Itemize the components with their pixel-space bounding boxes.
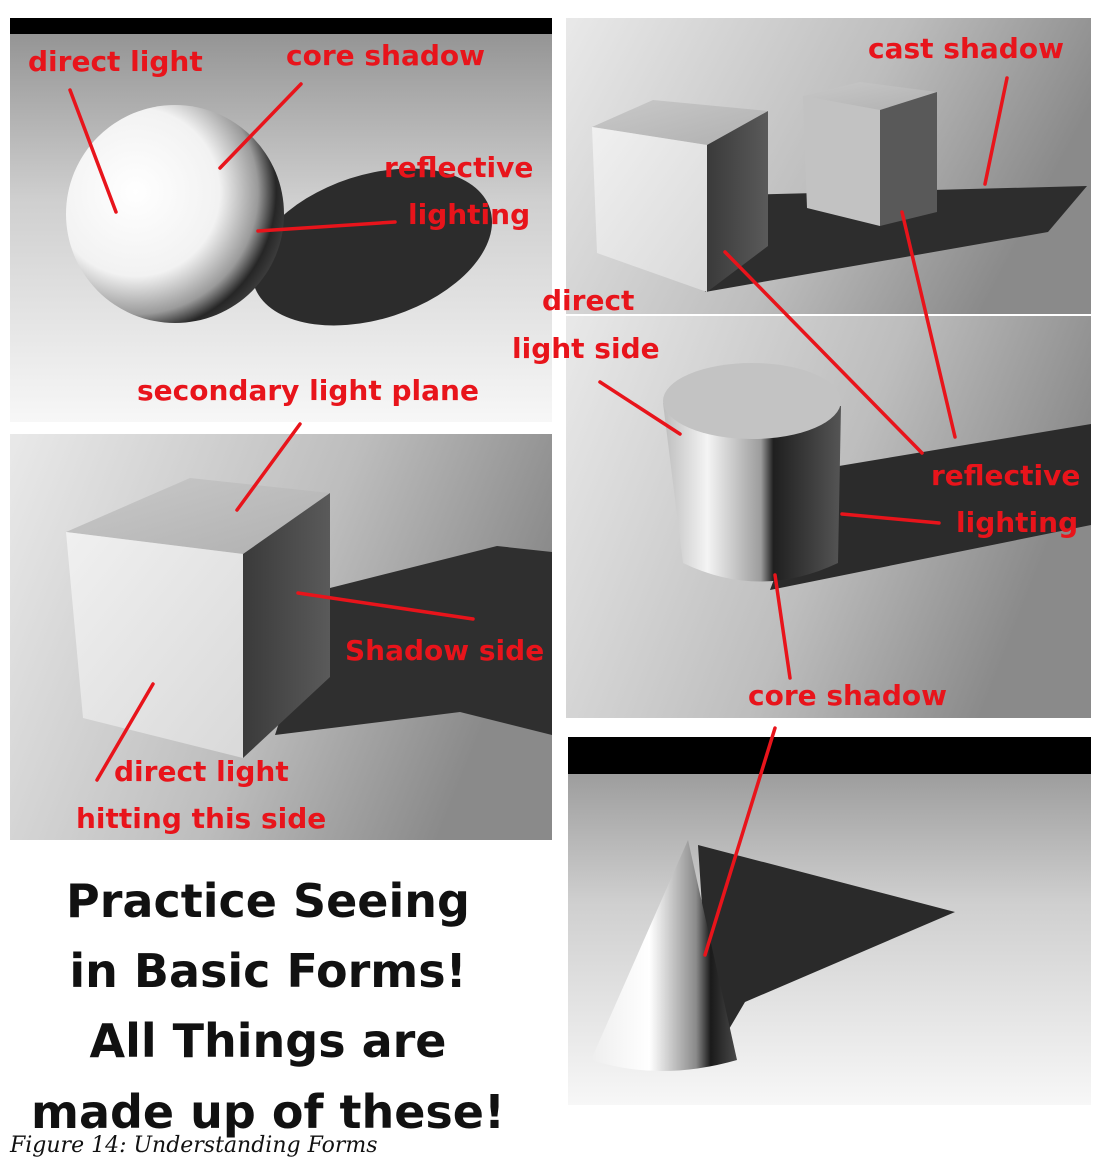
label-cast-shadow: cast shadow xyxy=(868,32,1064,65)
leader-reflective-cylinder xyxy=(840,512,941,525)
leader-reflective-front-cube xyxy=(723,250,924,455)
panel-cone xyxy=(568,726,1091,1105)
caption-line-2: in Basic Forms! xyxy=(69,944,466,998)
panel-cylinder: direct light side reflective lighting co… xyxy=(512,210,1091,718)
cubes-cast-shadow xyxy=(700,186,1087,292)
label-direct-light: direct light xyxy=(28,45,203,78)
label-secondary-light-plane: secondary light plane xyxy=(137,374,479,407)
leader-core-shadow-cylinder xyxy=(773,573,792,680)
panel-cube: secondary light plane Shadow side direct… xyxy=(10,374,552,840)
figure-caption: Figure 14: Understanding Forms xyxy=(9,1133,378,1157)
panel-top-bar xyxy=(10,18,552,34)
front-cube-top xyxy=(592,100,768,145)
cube-front xyxy=(66,532,243,758)
label-light-side: light side xyxy=(512,332,660,365)
leader-direct-light xyxy=(68,88,118,214)
caption-line-3: All Things are xyxy=(89,1014,446,1068)
caption-line-1: Practice Seeing xyxy=(66,874,470,928)
cylinder-top xyxy=(663,363,841,439)
front-cube-front xyxy=(592,127,707,292)
label-reflective: reflective xyxy=(384,151,533,184)
label-lighting: lighting xyxy=(408,198,530,231)
cube-top xyxy=(66,478,330,554)
leader-core-shadow-cone xyxy=(703,726,777,957)
sphere-cast-shadow xyxy=(251,168,493,326)
leader-shadow-side xyxy=(296,591,475,621)
label-core-shadow: core shadow xyxy=(286,39,485,72)
leader-direct-light-side xyxy=(598,380,682,436)
cone xyxy=(591,840,737,1071)
label-direct-light: direct light xyxy=(114,755,289,788)
panel-cubes: cast shadow xyxy=(566,18,1091,314)
cube-side xyxy=(243,493,330,758)
label-shadow-side: Shadow side xyxy=(345,634,544,667)
back-cube-top xyxy=(803,82,937,110)
cube-cast-shadow xyxy=(275,546,552,735)
panel-top-bar xyxy=(568,737,1091,774)
leader-secondary-light-plane xyxy=(235,422,302,512)
label-hitting-this-side: hitting this side xyxy=(76,802,326,835)
leader-core-shadow xyxy=(218,82,303,170)
leader-direct-light-side xyxy=(95,682,155,782)
label-lighting: lighting xyxy=(956,506,1078,539)
label-core-shadow: core shadow xyxy=(748,679,947,712)
front-cube-side xyxy=(707,111,768,292)
panel-sphere: direct light core shadow reflective ligh… xyxy=(10,18,552,422)
label-direct: direct xyxy=(542,284,634,317)
cylinder-body xyxy=(663,403,841,582)
caption-line-4: made up of these! xyxy=(31,1085,505,1139)
leader-reflective-lighting xyxy=(256,220,397,233)
label-reflective: reflective xyxy=(931,459,1080,492)
cylinder-cast-shadow xyxy=(770,424,1091,590)
cone-cast-shadow xyxy=(698,845,955,1058)
leader-reflective-back-cube xyxy=(900,210,957,439)
back-cube-side xyxy=(880,92,937,226)
back-cube-front xyxy=(803,96,880,226)
leader-cast-shadow xyxy=(983,76,1009,186)
caption: Practice Seeing in Basic Forms! All Thin… xyxy=(31,874,505,1139)
